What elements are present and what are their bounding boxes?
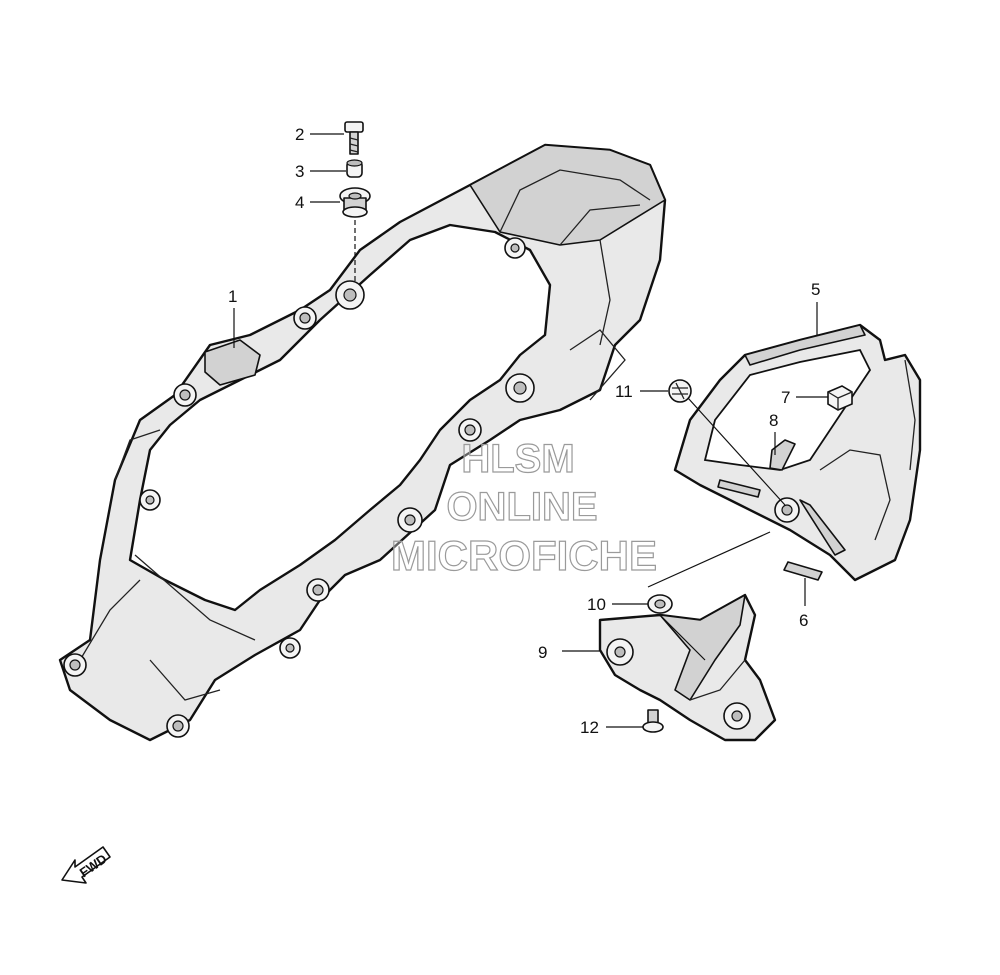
part-5-side-cover (673, 323, 922, 582)
part-2-bolt (344, 121, 364, 155)
part-7-clip (827, 385, 853, 411)
svg-text:7: 7 (781, 388, 790, 407)
svg-text:2: 2 (295, 125, 304, 144)
part-4-grommet (339, 187, 371, 218)
callout-12: 12 (580, 718, 643, 737)
callout-3: 3 (295, 162, 346, 181)
callout-7: 7 (781, 388, 828, 407)
part-6-tape (783, 561, 823, 581)
callout-4: 4 (295, 193, 340, 212)
svg-text:4: 4 (295, 193, 304, 212)
part-3-collar (346, 159, 363, 178)
svg-text:10: 10 (587, 595, 606, 614)
callout-11: 11 (615, 382, 668, 401)
callout-1: 1 (228, 287, 237, 348)
svg-text:5: 5 (811, 280, 820, 299)
svg-text:12: 12 (580, 718, 599, 737)
svg-text:3: 3 (295, 162, 304, 181)
svg-text:9: 9 (538, 643, 547, 662)
svg-text:ONLINE: ONLINE (446, 485, 597, 529)
svg-text:8: 8 (769, 411, 778, 430)
callout-2: 2 (295, 125, 344, 144)
part-11-clip-nut (668, 379, 692, 403)
forward-arrow-icon: FWD (61, 846, 111, 884)
callout-9: 9 (538, 643, 600, 662)
part-1-rear-frame-cover (58, 143, 667, 742)
svg-text:6: 6 (799, 611, 808, 630)
part-9-lower-cover (598, 593, 777, 742)
part-8-pad (769, 439, 796, 471)
watermark: HLSM ONLINE MICROFICHE (390, 436, 657, 579)
callout-6: 6 (799, 578, 808, 630)
svg-text:1: 1 (228, 287, 237, 306)
part-10-nut (647, 594, 673, 614)
part-12-rivet (642, 709, 664, 733)
svg-text:MICROFICHE: MICROFICHE (391, 532, 657, 579)
callout-8: 8 (769, 411, 778, 455)
callout-5: 5 (811, 280, 820, 336)
svg-text:HLSM: HLSM (461, 437, 574, 481)
svg-text:11: 11 (615, 382, 633, 401)
callout-10: 10 (587, 595, 648, 614)
